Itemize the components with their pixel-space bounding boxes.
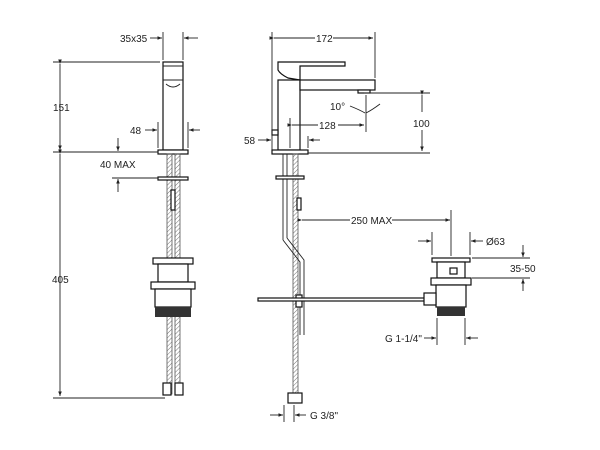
dim-total-reach: 172 (316, 34, 333, 45)
dim-hose-thread: G 3/8" (310, 411, 338, 422)
dim-lever-offset: 58 (244, 136, 256, 147)
dim-spout-reach: 128 (319, 121, 336, 132)
side-view: 172 10° 128 100 58 250 MAX Ø63 35-50 G 1… (244, 32, 536, 422)
front-view: 35x35 151 48 40 MAX 405 (52, 32, 200, 399)
dim-spout-angle: 10° (330, 102, 345, 113)
dim-spout-square: 35x35 (120, 34, 148, 45)
dim-deck-thickness: 40 MAX (100, 160, 136, 171)
dim-spout-height: 100 (413, 119, 430, 130)
dim-waste-diameter: Ø63 (486, 237, 505, 248)
dim-height-above-deck: 151 (53, 103, 70, 114)
dim-rod-length: 250 MAX (351, 216, 392, 227)
dim-waste-height: 35-50 (510, 264, 536, 275)
dim-waste-thread: G 1-1/4" (385, 334, 422, 345)
dim-body-width: 48 (130, 126, 142, 137)
dim-below-deck-length: 405 (52, 275, 69, 286)
